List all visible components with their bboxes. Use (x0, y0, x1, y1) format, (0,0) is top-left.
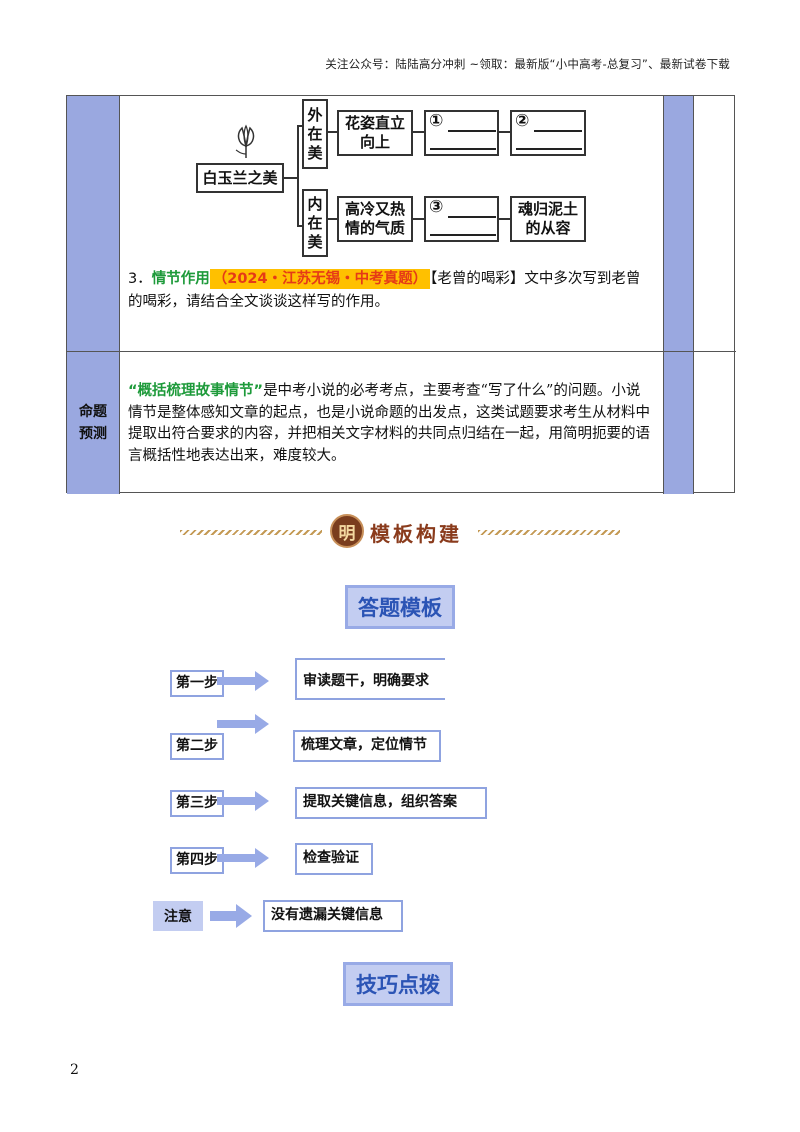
step-content: 提取关键信息，组织答案 (295, 787, 487, 819)
row2-side-cell (664, 352, 694, 494)
connector (413, 131, 425, 133)
answer-blank-2 (534, 130, 582, 132)
blank-box-2: ② (510, 110, 586, 156)
header-note: 关注公众号：陆陆高分冲刺 ~领取：最新版“小中高考-总复习”、最新试卷下载 (325, 57, 730, 71)
connector (499, 218, 511, 220)
inner-feature-line1: 高冷又热 (344, 200, 405, 218)
arrow-right-icon (217, 848, 269, 868)
answer-blank-3b (430, 234, 496, 236)
blank-number-1: ① (429, 111, 444, 131)
inner-beauty-char: 美 (307, 232, 323, 251)
answer-blank-1 (448, 130, 496, 132)
inner-beauty-char: 内 (307, 194, 323, 213)
blank-box-1: ① (424, 110, 499, 156)
prediction-label-line1: 命题 (79, 404, 107, 420)
row2-content-cell (120, 352, 664, 494)
blank-number-2: ② (515, 111, 530, 131)
row2-end-cell (694, 352, 736, 494)
outer-beauty-char: 外 (307, 105, 323, 124)
banner-decoration-right (478, 530, 620, 535)
row1-side-cell (664, 96, 694, 352)
step-content: 审读题干，明确要求 (295, 658, 445, 700)
connector (297, 125, 299, 227)
step-label: 第二步 (170, 733, 224, 760)
banner-seal-icon: 明 (330, 514, 364, 548)
connector (284, 177, 298, 179)
content-table: 命题 预测 (66, 95, 736, 494)
step-label: 第三步 (170, 790, 224, 817)
arrow-right-icon (217, 714, 269, 734)
note-content: 没有遗漏关键信息 (263, 900, 403, 932)
row1-end-cell (694, 96, 736, 352)
prediction-label: 命题 预测 (67, 352, 119, 494)
outer-feature-line1: 花姿直立 (344, 114, 405, 132)
banner-decoration-left (180, 530, 322, 535)
outer-feature-box: 花姿直立 向上 (337, 110, 413, 156)
template-title: 答题模板 (345, 585, 455, 629)
magnolia-flower-icon (235, 124, 255, 158)
question-number: 3． (128, 271, 152, 287)
question-label: 情节作用 (151, 271, 210, 287)
connector (297, 225, 305, 227)
connector (297, 125, 305, 127)
step-label: 第一步 (170, 670, 224, 697)
inner-feature-line2: 情的气质 (344, 219, 405, 237)
step-content: 梳理文章，定位情节 (293, 730, 441, 762)
diagram-center-text: 白玉兰之美 (202, 168, 278, 187)
inner-beauty-box: 内 在 美 (302, 189, 328, 257)
inner-feature-box: 高冷又热 情的气质 (337, 196, 413, 242)
arrow-right-icon (210, 904, 252, 928)
connector (328, 131, 338, 133)
banner-title: 模板构建 (370, 522, 462, 546)
blank-box-3: ③ (424, 196, 499, 242)
connector (328, 218, 338, 220)
tips-title: 技巧点拨 (343, 962, 453, 1006)
prediction-highlight: “概括梳理故事情节” (128, 383, 264, 399)
connector (499, 131, 511, 133)
answer-blank-3 (448, 216, 496, 218)
answer-blank-1b (430, 148, 496, 150)
inner-result-line2: 的从容 (525, 219, 571, 237)
prediction-body: 是中考小说的必考考点，主要考查“写了什么”的问题。小说情节是整体感知文章的起点，… (128, 383, 650, 464)
blank-number-3: ③ (429, 197, 444, 217)
inner-beauty-char: 在 (307, 213, 323, 232)
question-source-tag: （2024・江苏无锡・中考真题） (209, 269, 431, 289)
connector (413, 218, 425, 220)
step-content: 检查验证 (295, 843, 373, 875)
page-number: 2 (70, 1062, 79, 1078)
arrow-right-icon (217, 671, 269, 691)
prediction-label-line2: 预测 (79, 426, 107, 442)
outer-feature-line2: 向上 (359, 133, 390, 151)
inner-result-box: 魂归泥土 的从容 (510, 196, 586, 242)
outer-beauty-char: 在 (307, 124, 323, 143)
row2-label-cell: 命题 预测 (67, 352, 120, 494)
outer-beauty-char: 美 (307, 143, 323, 162)
outer-beauty-box: 外 在 美 (302, 99, 328, 169)
arrow-right-icon (217, 791, 269, 811)
note-label: 注意 (153, 901, 203, 931)
prediction-text: “概括梳理故事情节”是中考小说的必考考点，主要考查“写了什么”的问题。小说情节是… (128, 381, 650, 467)
step-label: 第四步 (170, 847, 224, 874)
question-3: 3．情节作用（2024・江苏无锡・中考真题）【老曾的喝彩】文中多次写到老曾的喝彩… (128, 268, 648, 314)
answer-blank-2b (516, 148, 582, 150)
row1-content-cell (120, 96, 664, 352)
diagram-center-box: 白玉兰之美 (196, 163, 284, 193)
section-banner: 明 模板构建 (180, 512, 620, 552)
question-text: 【老曾的喝彩】文中多次写到老曾的喝彩，请结合全文谈谈这样写的作用。 (128, 271, 641, 310)
row1-label-cell (67, 96, 120, 352)
inner-result-line1: 魂归泥土 (517, 200, 578, 218)
